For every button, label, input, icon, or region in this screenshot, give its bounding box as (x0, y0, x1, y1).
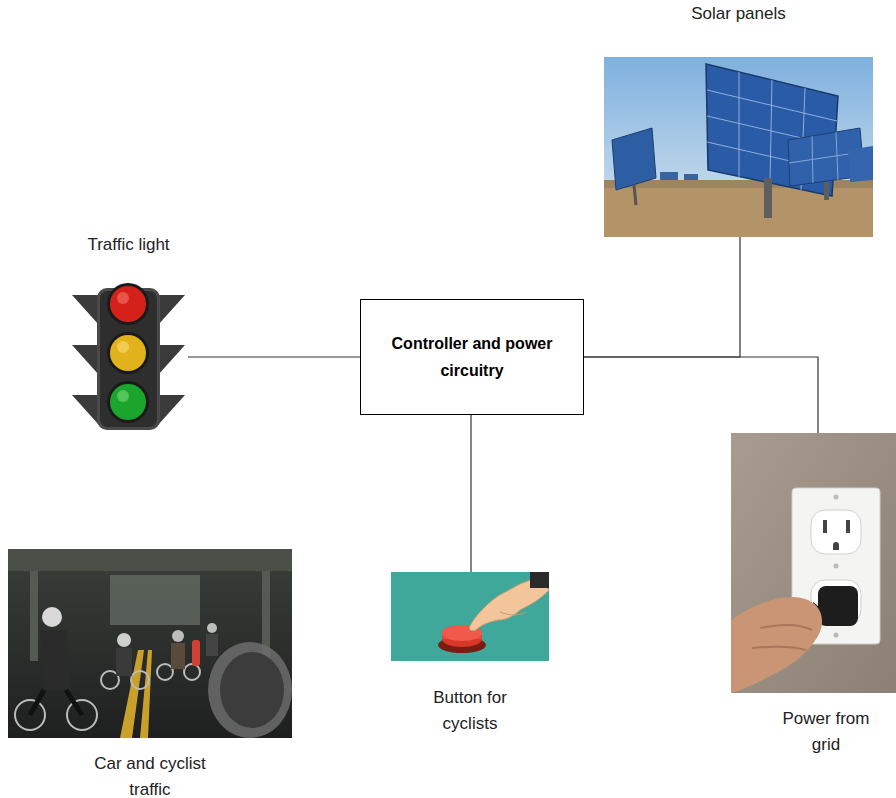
picture-caption: Car and cyclist traffic (75, 751, 225, 798)
picture-caption: Button for cyclists (418, 685, 522, 737)
street-traffic-picture (8, 549, 292, 738)
solar-panels-picture (604, 57, 873, 237)
controller-box: Controller and power circuitry (360, 299, 584, 415)
picture-caption: Traffic light (29, 232, 229, 258)
picture-caption: Solar panels (639, 1, 839, 27)
wire-connector (584, 237, 740, 357)
solar-panels-node: Solar panels (604, 57, 873, 237)
picture-caption: Power from grid (772, 706, 880, 758)
grid-power-node: Power from grid (731, 433, 896, 693)
box-label: Controller and power circuitry (361, 330, 583, 384)
traffic-light-picture (72, 283, 185, 430)
traffic-photo-node: Car and cyclist traffic (8, 549, 292, 738)
wire-connector (584, 357, 818, 433)
traffic-light-node: Traffic light (72, 288, 185, 430)
wall-outlet-picture (731, 433, 896, 693)
push-button-picture (391, 572, 549, 661)
cyclist-button-node: Button for cyclists (391, 572, 549, 661)
wire-connector (188, 357, 360, 358)
wire-connector (471, 415, 472, 572)
